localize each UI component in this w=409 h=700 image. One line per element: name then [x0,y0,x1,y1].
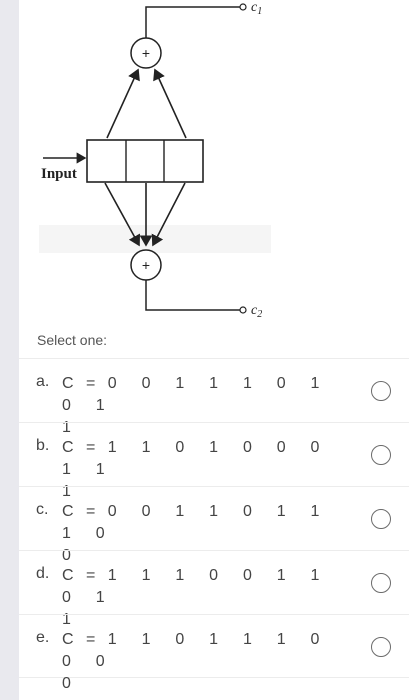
radio-button-c[interactable] [371,509,391,529]
option-letter: c. [36,501,49,518]
option-d[interactable]: d. C = 1 1 1 0 0 1 1 0 1 1 [19,550,409,628]
option-text: C = 0 0 1 1 1 0 1 0 1 1 [62,375,320,436]
top-adder-symbol: + [142,45,150,61]
c1-output-line [145,6,241,38]
option-text: C = 1 1 0 1 0 0 0 1 1 1 [62,439,320,500]
input-label: Input [41,166,77,182]
encoder-svg: c1 + Input + c2 [39,0,271,320]
option-letter: e. [36,629,50,646]
c2-output-line [145,280,241,311]
c1-terminal [239,3,247,11]
radio-button-e[interactable] [371,637,391,657]
option-text: C = 0 0 1 1 0 1 1 1 0 0 [62,503,320,564]
shift-register [86,139,204,183]
option-c[interactable]: c. C = 0 0 1 1 0 1 1 1 0 0 [19,486,409,564]
c2-subscript: 2 [257,309,262,320]
shaded-band [39,225,271,253]
radio-button-b[interactable] [371,445,391,465]
option-letter: b. [36,437,50,454]
c2-label: c [251,303,258,318]
option-text: C = 1 1 1 0 0 1 1 0 1 1 [62,567,320,628]
answer-options: a. C = 0 0 1 1 1 0 1 0 1 1 b. C = 1 1 0 … [19,358,409,692]
c2-terminal [239,306,247,314]
option-letter: a. [36,373,50,390]
option-letter: d. [36,565,50,582]
c1-subscript: 1 [257,6,262,17]
radio-button-a[interactable] [371,381,391,401]
bottom-adder-symbol: + [142,257,150,273]
svg-text:c2: c2 [251,303,262,320]
svg-text:c1: c1 [251,0,262,17]
option-e[interactable]: e. C = 1 1 0 1 1 1 0 0 0 0 [19,614,409,692]
convolutional-encoder-diagram: c1 + Input + c2 [19,0,409,330]
option-text: C = 1 1 0 1 1 1 0 0 0 0 [62,631,320,692]
option-a[interactable]: a. C = 0 0 1 1 1 0 1 0 1 1 [19,358,409,436]
c1-label: c [251,0,258,15]
select-one-prompt: Select one: [37,332,108,348]
radio-button-d[interactable] [371,573,391,593]
top-adder-icon [130,37,162,69]
option-b[interactable]: b. C = 1 1 0 1 0 0 0 1 1 1 [19,422,409,500]
left-scroll-gutter [0,0,19,700]
